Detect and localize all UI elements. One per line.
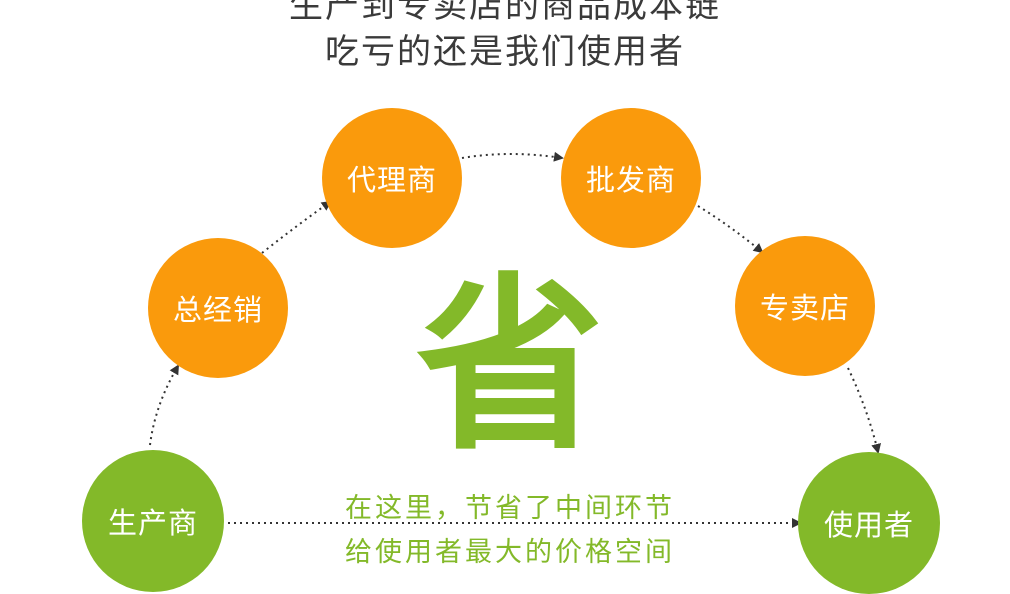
node-wholesaler: 批发商 [561,108,701,248]
save-character: 省 [416,257,604,476]
heading-line-2: 吃亏的还是我们使用者 [325,32,685,72]
node-producer: 生产商 [82,450,224,592]
node-consumer-label: 使用者 [823,508,914,542]
node-producer-label: 生产商 [107,506,198,540]
slogan-line-2: 给使用者最大的价格空间 [345,537,675,568]
heading-line-1: 生产到专卖店的商品成本链 [289,0,721,26]
node-consumer: 使用者 [798,452,940,594]
node-distributor: 总经销 [148,238,288,378]
node-store-label: 专卖店 [759,291,850,325]
arrow-wholesaler-to-store [697,205,764,254]
node-agent-label: 代理商 [346,163,437,197]
node-store: 专卖店 [735,236,875,376]
arrow-distributor-to-agent [261,200,332,254]
node-agent: 代理商 [322,108,462,248]
arrow-agent-to-wholesaler [461,151,564,162]
slogan-line-1: 在这里，节省了中间环节 [345,493,675,524]
node-distributor-label: 总经销 [172,293,263,327]
arrow-store-to-consumer [847,367,882,454]
node-wholesaler-label: 批发商 [585,163,676,197]
arrow-producer-to-distributor [149,364,180,446]
